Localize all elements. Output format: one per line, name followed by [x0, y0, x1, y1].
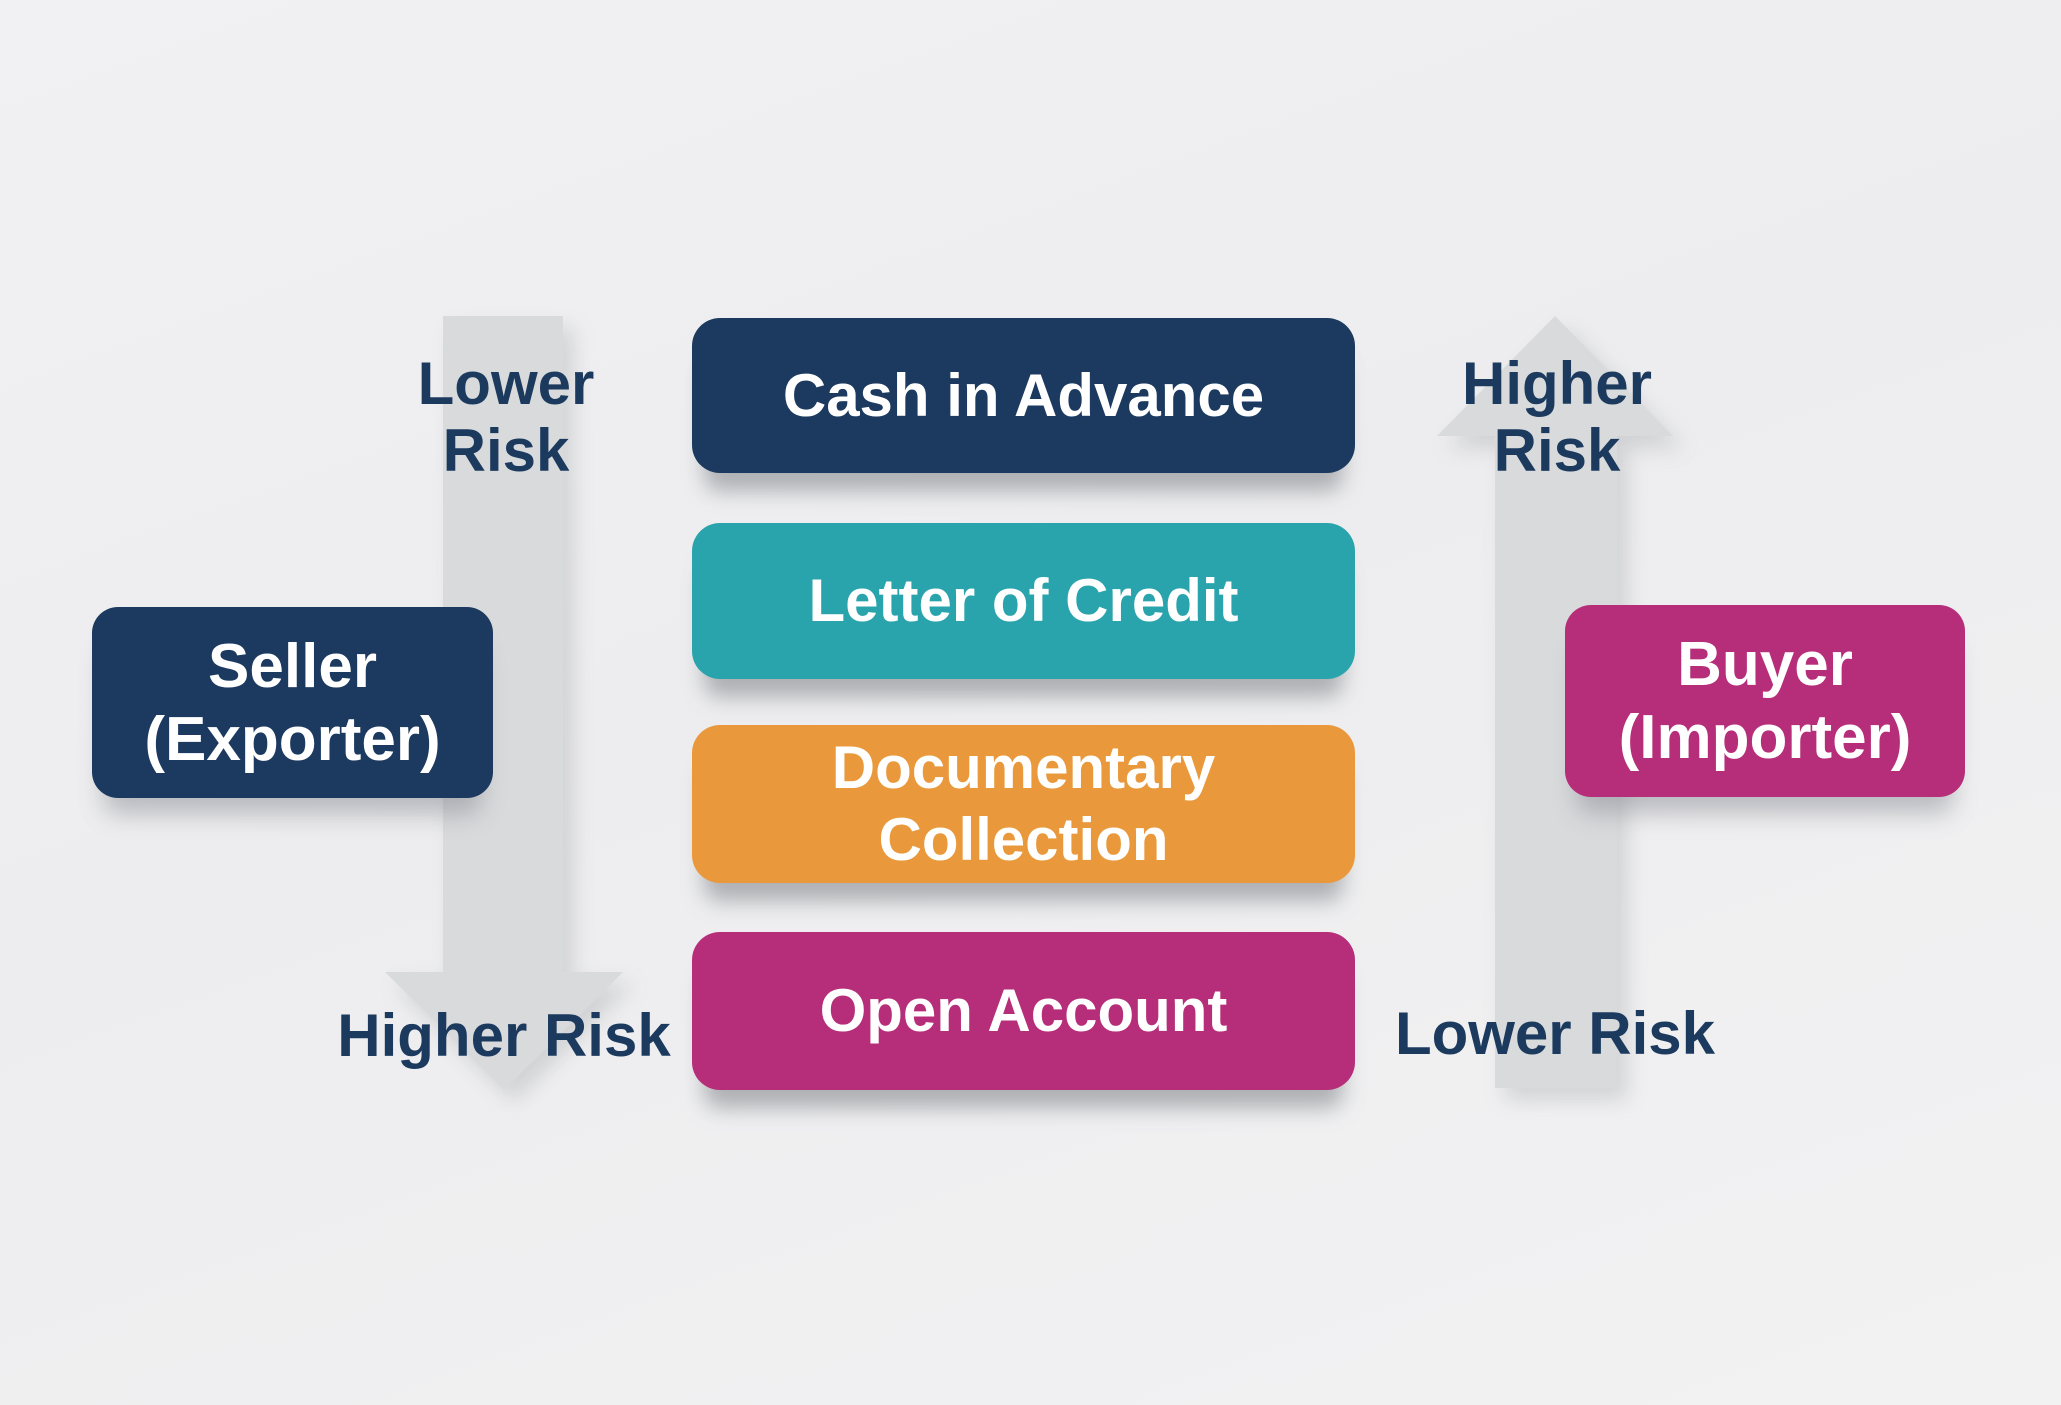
method-box-letter-of-credit: Letter of Credit: [692, 523, 1355, 679]
seller-lower-risk-line2: Risk: [442, 417, 570, 484]
method-label-letter-of-credit: Letter of Credit: [808, 567, 1239, 634]
seller-box-line2: (Exporter): [144, 704, 441, 774]
buyer-higher-risk-line2: Risk: [1493, 417, 1621, 484]
buyer-importer-box: Buyer (Importer): [1565, 605, 1965, 797]
seller-higher-risk-label: Higher Risk: [337, 1002, 671, 1069]
buyer-higher-risk-line1: Higher: [1461, 350, 1653, 417]
method-box-open-account: Open Account: [692, 932, 1355, 1090]
method-label-open-account: Open Account: [819, 977, 1228, 1044]
seller-exporter-box: Seller (Exporter): [92, 607, 493, 798]
method-box-documentary-collection: Documentary Collection: [692, 725, 1355, 883]
buyer-box-line1: Buyer: [1677, 630, 1853, 699]
method-label-documentary-collection: Documentary Collection: [831, 734, 1216, 873]
seller-box-line1: Seller: [208, 631, 377, 701]
buyer-box-line2: (Importer): [1618, 703, 1912, 772]
buyer-lower-risk-label: Lower Risk: [1394, 1000, 1716, 1067]
method-label-cash-in-advance: Cash in Advance: [782, 361, 1265, 429]
seller-lower-risk-line1: Lower: [417, 350, 595, 417]
method-box-cash-in-advance: Cash in Advance: [692, 318, 1355, 473]
